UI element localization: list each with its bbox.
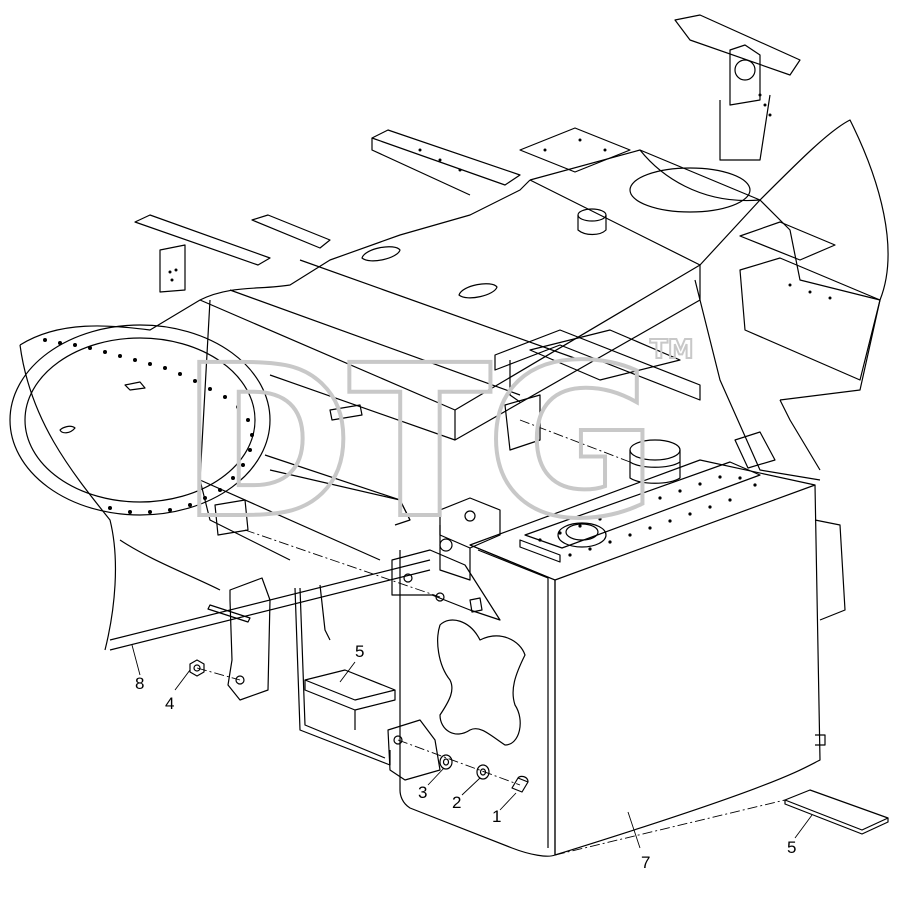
- washer-3: [439, 754, 453, 770]
- callout-1: 1: [492, 807, 501, 826]
- callout-2: 2: [452, 793, 461, 812]
- assembly-axes: [196, 419, 786, 856]
- callout-5-pad: 5: [787, 838, 796, 857]
- bracket-left: [207, 577, 271, 701]
- tank-bracket-lower: [387, 719, 441, 781]
- watermark: DTG TM: [178, 318, 695, 567]
- washer-2: [476, 764, 490, 780]
- watermark-tm: TM: [650, 335, 694, 365]
- tank-bracket-upper: [391, 549, 501, 621]
- pad-5: [784, 789, 889, 835]
- nut-4: [189, 659, 205, 677]
- callout-8: 8: [135, 674, 144, 693]
- tray-5: [294, 584, 396, 766]
- callout-5-tray: 5: [355, 642, 364, 661]
- bolt-holes: [43, 93, 832, 514]
- callout-labels: 8 4 5 3 2 1 7 5: [135, 642, 796, 872]
- callout-7: 7: [641, 853, 650, 872]
- main-frame: [9, 14, 889, 651]
- callout-4: 4: [165, 694, 174, 713]
- mounting-brackets: [214, 329, 701, 536]
- leader-lines: [131, 644, 813, 849]
- watermark-text: DTG: [180, 320, 652, 565]
- bolt-upper: [435, 592, 483, 613]
- bolt-1: [511, 775, 529, 793]
- callout-3: 3: [418, 783, 427, 802]
- hydraulic-tank: [399, 439, 846, 857]
